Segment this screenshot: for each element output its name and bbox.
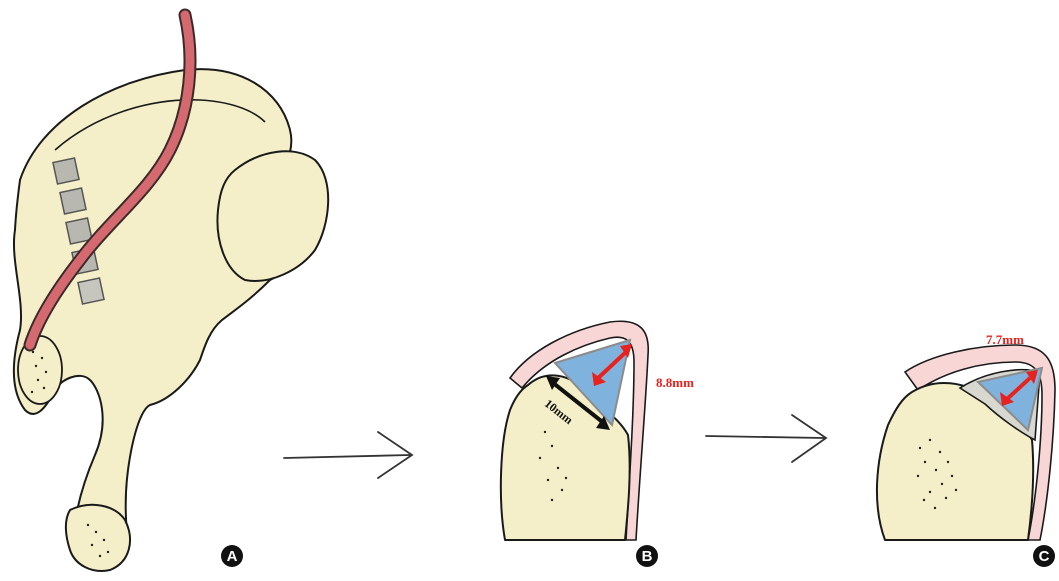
panel-a: A [14, 15, 328, 571]
svg-text:B: B [642, 548, 653, 565]
ischium [66, 505, 130, 571]
acetabulum [217, 151, 328, 281]
red-measure-label-b: 8.8mm [656, 375, 694, 390]
svg-text:A: A [227, 548, 238, 565]
panel-label-b: B [636, 545, 658, 567]
arrow-b-to-c [706, 415, 826, 462]
panel-label-a: A [221, 545, 243, 567]
arrow-a-to-b [284, 432, 412, 478]
svg-text:C: C [1039, 548, 1050, 565]
panel-c: 7.7mm C [877, 332, 1055, 567]
panel-b: 10mm 8.8mm B [501, 321, 694, 567]
panel-label-c: C [1033, 545, 1055, 567]
red-measure-label-c: 7.7mm [986, 332, 1024, 347]
